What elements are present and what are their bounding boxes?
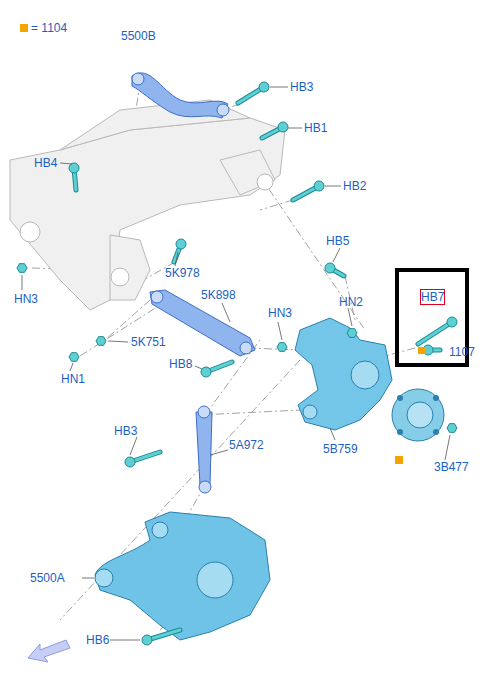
bolt-head [259,82,269,92]
leader-line [82,578,94,579]
bushing [199,481,211,493]
bolt-head [201,367,211,377]
leader-line [110,640,140,641]
leader-line [445,435,450,460]
legend-swatch [20,24,28,32]
leader-line [22,275,23,290]
bushing [198,406,210,418]
hub-center [407,402,433,428]
centerline [105,300,150,340]
bolt-head [125,457,135,467]
leader-line [210,450,228,455]
callout-label: HB5 [326,234,349,248]
bushing [240,342,252,354]
bushing [151,291,163,303]
callout-label: HB1 [304,121,327,135]
callout-label: 1107 [449,345,475,359]
callout-label: 5A972 [229,438,264,452]
legend-item: = 1104 [20,21,67,35]
knuckle-bore [197,562,233,598]
callout-label: HN1 [61,372,85,386]
leader-line [130,437,137,455]
bushing [95,569,113,587]
callout-label: HB7 [421,290,444,304]
callout-label: 5K978 [165,266,200,280]
bolt-head [69,163,79,173]
wheel-stud [433,429,439,435]
bolt-shank [418,322,452,344]
callout-label: HN3 [268,306,292,320]
bolt-head [278,122,288,132]
subframe [220,150,275,195]
bolt-head [176,239,186,249]
wheel-stud [397,395,403,401]
leader-line [175,252,178,266]
leader-line [70,363,73,371]
subframe [60,100,250,150]
drawing [10,73,467,662]
wheel-stud [397,429,403,435]
bolt-head [325,263,335,273]
front-arrow [28,640,70,662]
centerline [200,410,300,415]
callout-label: HB3 [290,80,313,94]
callout-label: HB8 [169,357,192,371]
leader-line [325,186,341,187]
nut [347,329,357,338]
leader-line [108,341,128,342]
leader-line [60,163,72,164]
centerline [260,200,293,210]
nut [17,264,27,273]
knuckle [295,318,392,430]
leader-line [270,87,288,88]
bushing [20,222,40,242]
bolt-head [314,181,324,191]
upper-control-arm [132,73,228,118]
callout-label: HB2 [343,179,366,193]
subframe [110,235,150,300]
leader-line [348,308,352,326]
nut [96,337,106,346]
material-marker [395,456,403,464]
callout-label: HN3 [14,292,38,306]
bolt-shank [418,322,452,344]
bushing [132,73,144,85]
leader-line [330,428,335,440]
nut [447,424,457,433]
callout-label: HB4 [34,156,57,170]
knuckle-bore [351,361,379,389]
subframe [10,118,285,310]
material-marker [418,347,425,354]
wheel-hub [392,389,444,441]
callout-label: 5500A [30,571,65,585]
callout-label: HB6 [86,633,109,647]
centerline [248,348,300,350]
knuckle-eye [152,522,168,538]
toe-link [196,412,212,485]
leader-line [288,128,302,129]
callout-label: 5K898 [201,288,236,302]
nut [277,343,287,352]
callout-label: 5K751 [131,335,166,349]
bolt-head [447,317,457,327]
bushing [111,268,129,286]
knuckle-eye [303,405,317,419]
leader-line [195,366,202,369]
bushing [257,174,273,190]
bushing [217,104,229,116]
bolt-head [142,635,152,645]
callout-label: HB3 [114,424,137,438]
leader-line [278,322,282,340]
callout-label: 5B759 [323,442,358,456]
legend-text: = 1104 [31,21,67,35]
callout-label: HN2 [339,295,363,309]
callout-label: 3B477 [434,460,469,474]
rear-knuckle [95,512,270,640]
nut [69,353,79,362]
wheel-stud [433,395,439,401]
callout-label: 5500B [121,29,156,43]
leader-line [222,303,230,322]
leader-line [333,248,340,262]
